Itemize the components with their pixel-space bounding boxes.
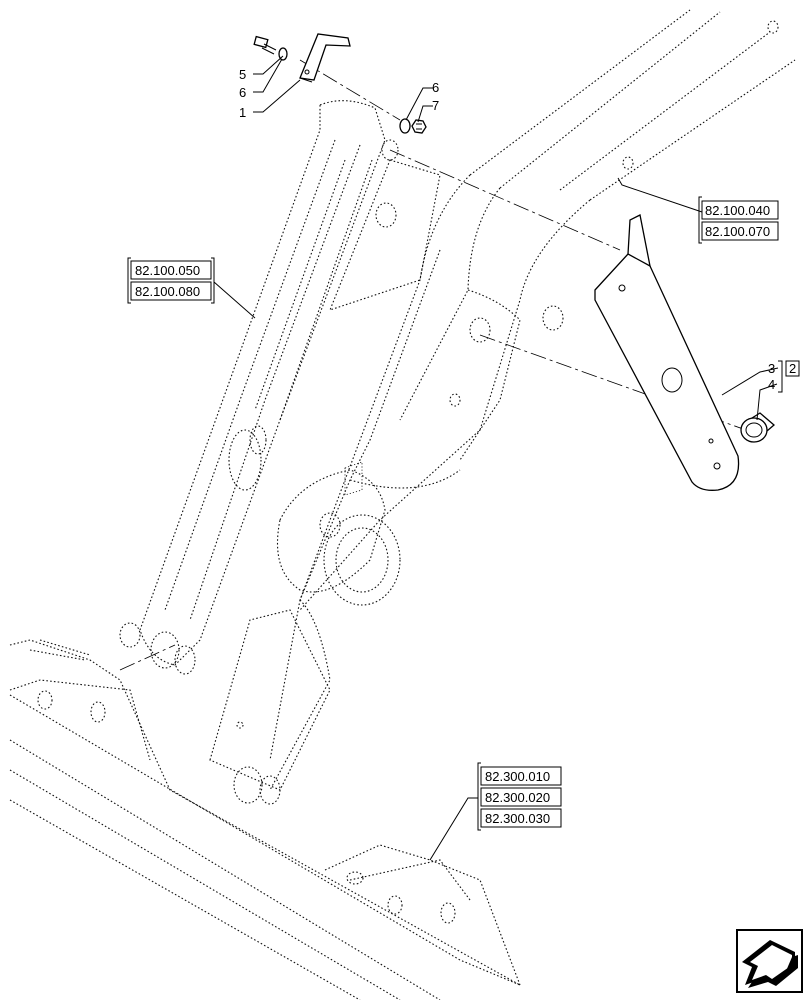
part-5-bolt	[253, 35, 277, 55]
callouts: 5 6 1 6 7 3 4 2	[239, 67, 800, 393]
ref-box-6[interactable]	[480, 787, 562, 807]
ref-text-2: 82.100.080	[135, 284, 200, 299]
part-6-washer-mid	[399, 118, 411, 134]
callout-7: 7	[432, 98, 439, 113]
ref-text-1: 82.100.050	[135, 263, 200, 278]
callout-6-mid: 6	[432, 80, 439, 95]
ref-box-2[interactable]	[130, 281, 212, 301]
callout-6-top: 6	[239, 85, 246, 100]
ref-box-1[interactable]	[130, 260, 212, 280]
ref-group-bottom: 82.300.010 82.300.020 82.300.030	[477, 762, 562, 831]
part-1-bracket	[299, 33, 351, 83]
ref-text-4: 82.100.070	[705, 224, 770, 239]
ref-text-3: 82.100.040	[705, 203, 770, 218]
part-4-bushing	[740, 412, 775, 443]
ref-text-6: 82.300.020	[485, 790, 550, 805]
callout-5: 5	[239, 67, 246, 82]
ref-box-4[interactable]	[701, 221, 779, 241]
part-3-plate	[594, 214, 740, 491]
ref-group-left: 82.100.050 82.100.080	[127, 257, 215, 304]
callout-1: 1	[239, 105, 246, 120]
callout-4: 4	[768, 377, 775, 392]
callout-3: 3	[768, 361, 775, 376]
ref-box-5[interactable]	[480, 766, 562, 786]
part-7-nut	[411, 119, 427, 134]
callout-2: 2	[789, 361, 796, 376]
ref-box-3[interactable]	[701, 200, 779, 220]
nav-arrow-icon[interactable]	[736, 929, 803, 993]
part-6-washer-top	[278, 47, 288, 61]
ref-group-right: 82.100.040 82.100.070	[698, 196, 779, 244]
ref-box-7[interactable]	[480, 808, 562, 828]
ref-text-5: 82.300.010	[485, 769, 550, 784]
ref-text-7: 82.300.030	[485, 811, 550, 826]
ghost-structure	[9, 9, 796, 1000]
leader-lines	[213, 55, 779, 861]
